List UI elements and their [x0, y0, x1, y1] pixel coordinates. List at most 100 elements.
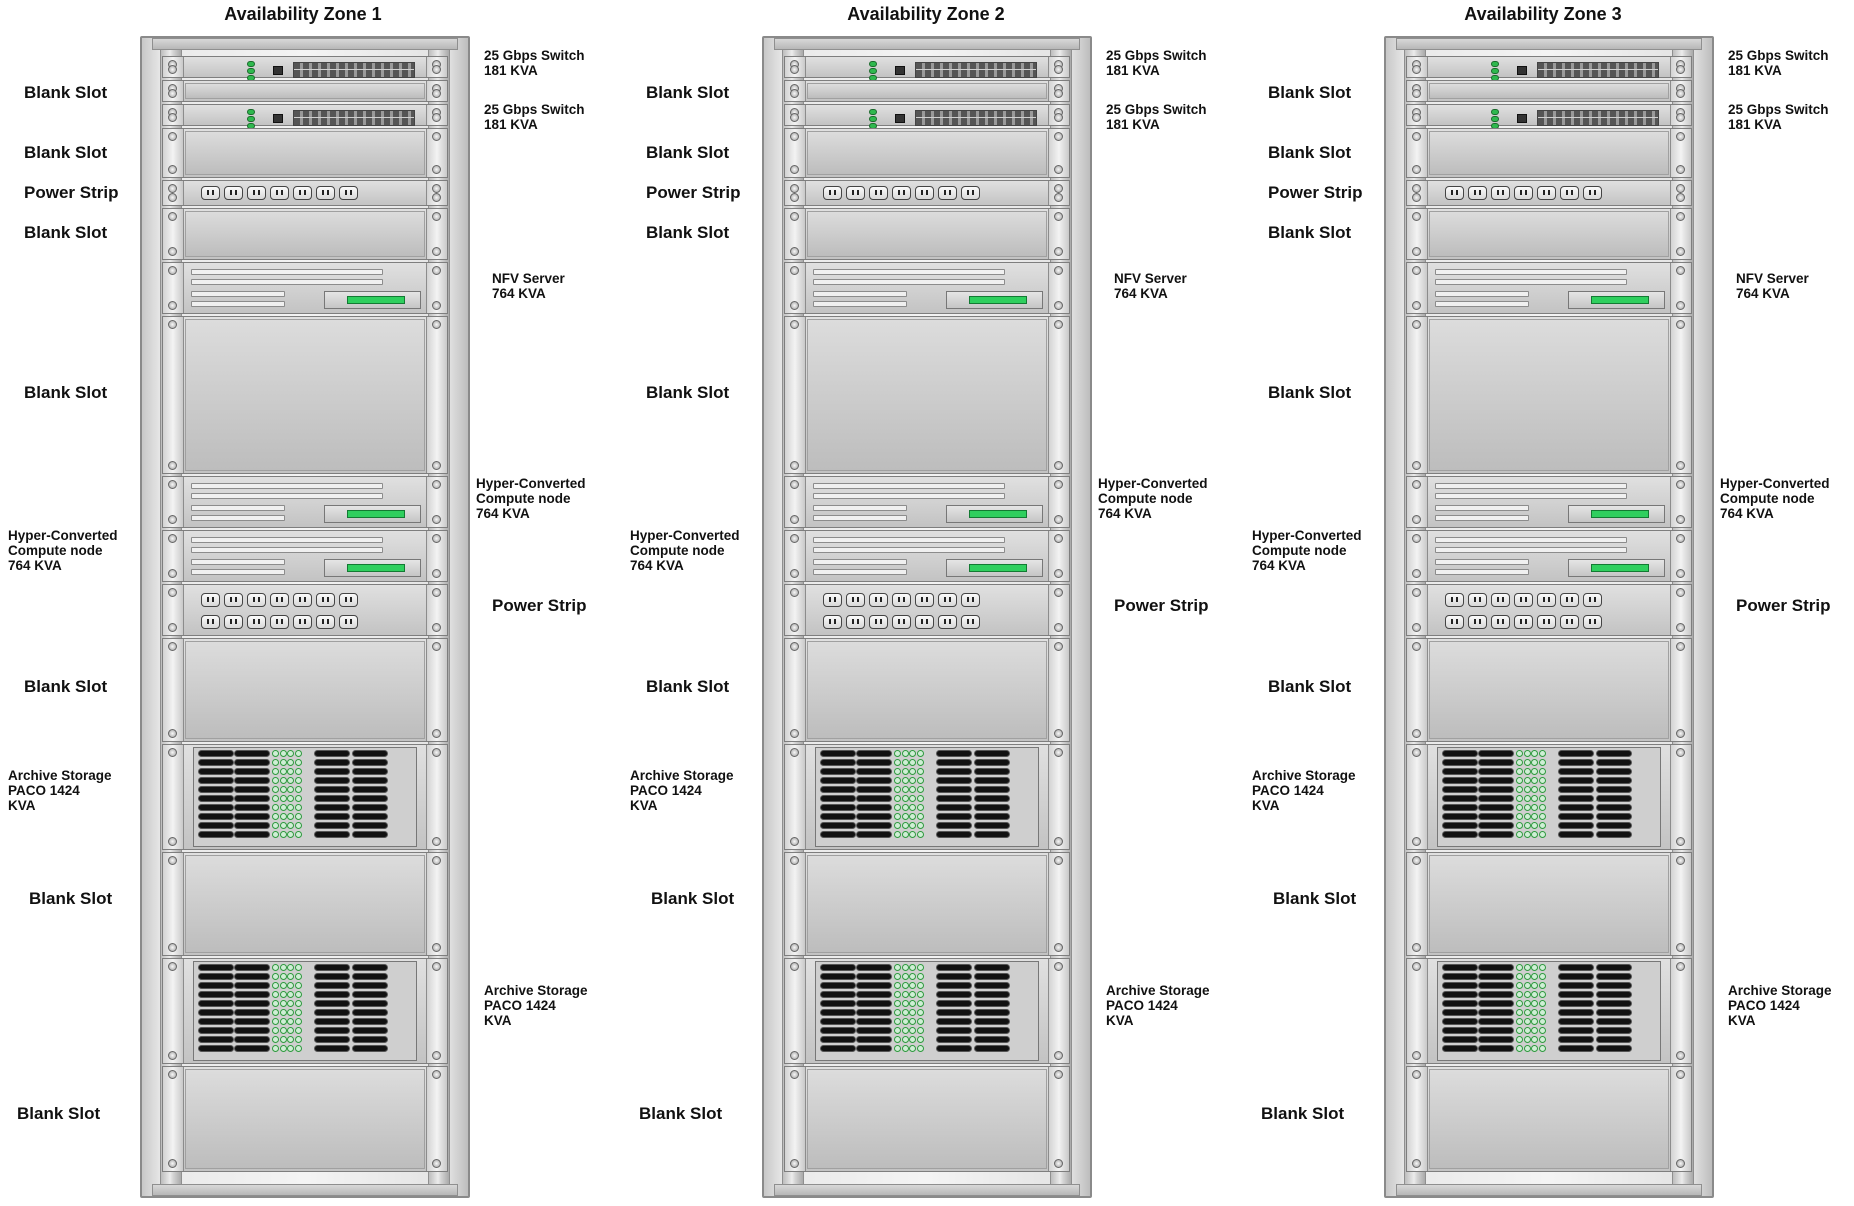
ethernet-ports-icon: [915, 62, 1037, 78]
hard-drive-icon: [820, 1036, 856, 1043]
hard-drive-icon: [1596, 1000, 1632, 1007]
activity-led-icon: [1516, 1036, 1524, 1043]
activity-led-icon: [916, 759, 924, 766]
screw-icon: [432, 165, 441, 174]
unit-label-blank-1: Blank Slot: [646, 83, 730, 102]
activity-led-icon: [1516, 991, 1524, 998]
mounting-ear: [785, 57, 806, 77]
hard-drive-icon: [974, 1018, 1010, 1025]
activity-led-icon: [1516, 795, 1524, 802]
mounting-ear: [163, 585, 184, 635]
power-strip: [1406, 180, 1692, 206]
activity-led-icon: [1523, 750, 1531, 757]
outlet-row: [823, 593, 984, 612]
mounting-ear: [1407, 745, 1428, 849]
unit-label-blank-4: Blank Slot: [1268, 383, 1352, 402]
mounting-ear: [1670, 477, 1691, 527]
hard-drive-icon: [974, 822, 1010, 829]
screw-icon: [790, 461, 799, 470]
hard-drive-icon: [198, 777, 234, 784]
blank-panel: [784, 1066, 1070, 1172]
hard-drive-icon: [1558, 804, 1594, 811]
drive-bay: [1435, 515, 1529, 521]
activity-led-icon: [279, 991, 287, 998]
hard-drive-icon: [198, 1018, 234, 1025]
screw-icon: [168, 856, 177, 865]
drive-bay: [1435, 559, 1529, 565]
hard-drive-icon: [856, 973, 892, 980]
hard-drive-icon: [856, 759, 892, 766]
hard-drive-icon: [1478, 973, 1514, 980]
screw-icon: [1412, 89, 1421, 98]
hard-drive-icon: [936, 759, 972, 766]
hard-drive-icon: [974, 795, 1010, 802]
activity-led-icon: [1531, 795, 1539, 802]
mounting-ear: [1048, 81, 1069, 101]
activity-led-icon: [279, 1036, 287, 1043]
activity-led-icon: [279, 1000, 287, 1007]
screw-icon: [168, 193, 177, 202]
hard-drive-icon: [820, 1009, 856, 1016]
server-chassis: [784, 476, 1070, 528]
screw-icon: [168, 266, 177, 275]
hard-drive-icon: [1478, 1036, 1514, 1043]
activity-led-icon: [294, 795, 302, 802]
power-outlet-icon: [1560, 593, 1579, 607]
activity-led-icon: [287, 750, 295, 757]
screw-icon: [1412, 569, 1421, 578]
storage-array: [1406, 744, 1692, 850]
hard-drive-icon: [314, 768, 350, 775]
mounting-ear: [1048, 745, 1069, 849]
activity-led-icon: [1531, 786, 1539, 793]
hard-drive-icon: [198, 759, 234, 766]
server-rack: [140, 36, 470, 1198]
unit-label-blank-1: Blank Slot: [1268, 83, 1352, 102]
activity-led-icon: [1516, 831, 1524, 838]
activity-led-icon: [272, 750, 280, 757]
activity-led-icon: [1523, 1045, 1531, 1052]
mounting-ear: [1048, 639, 1069, 741]
blank-panel: [162, 208, 448, 260]
storage-face: [193, 747, 417, 847]
power-outlet-icon: [316, 615, 335, 629]
hard-drive-icon: [1442, 750, 1478, 757]
switch-face: [1429, 107, 1669, 129]
activity-led-icon: [916, 1036, 924, 1043]
hard-drive-icon: [1596, 973, 1632, 980]
hard-drive-icon: [198, 813, 234, 820]
screw-icon: [1054, 837, 1063, 846]
mounting-ear: [426, 317, 447, 473]
screw-icon: [432, 132, 441, 141]
screw-icon: [168, 165, 177, 174]
drive-bay: [813, 559, 907, 565]
screw-icon: [1676, 588, 1685, 597]
activity-led-icon: [287, 813, 295, 820]
unit-label-blank-5: Blank Slot: [1268, 677, 1352, 696]
screw-icon: [1412, 1070, 1421, 1079]
screw-icon: [1054, 193, 1063, 202]
hard-drive-icon: [820, 973, 856, 980]
activity-led-icon: [294, 813, 302, 820]
hard-drive-icon: [234, 1045, 270, 1052]
hard-drive-icon: [974, 750, 1010, 757]
activity-led-icon: [916, 973, 924, 980]
screw-icon: [1412, 132, 1421, 141]
activity-led-icon: [294, 964, 302, 971]
screw-icon: [1054, 247, 1063, 256]
mounting-ear: [1670, 81, 1691, 101]
hard-drive-icon: [352, 1000, 388, 1007]
activity-led-icon: [1531, 768, 1539, 775]
ethernet-ports-icon: [915, 110, 1037, 126]
hard-drive-icon: [820, 759, 856, 766]
server-face: [807, 265, 1047, 311]
activity-led-icon: [909, 1009, 917, 1016]
mounting-ear: [163, 639, 184, 741]
screw-icon: [1054, 569, 1063, 578]
hard-drive-icon: [1442, 1036, 1478, 1043]
hard-drive-icon: [1442, 1027, 1478, 1034]
hard-drive-icon: [352, 804, 388, 811]
network-switch: [1406, 104, 1692, 129]
activity-led-icon: [909, 1027, 917, 1034]
hard-drive-icon: [820, 804, 856, 811]
screw-icon: [1054, 1070, 1063, 1079]
